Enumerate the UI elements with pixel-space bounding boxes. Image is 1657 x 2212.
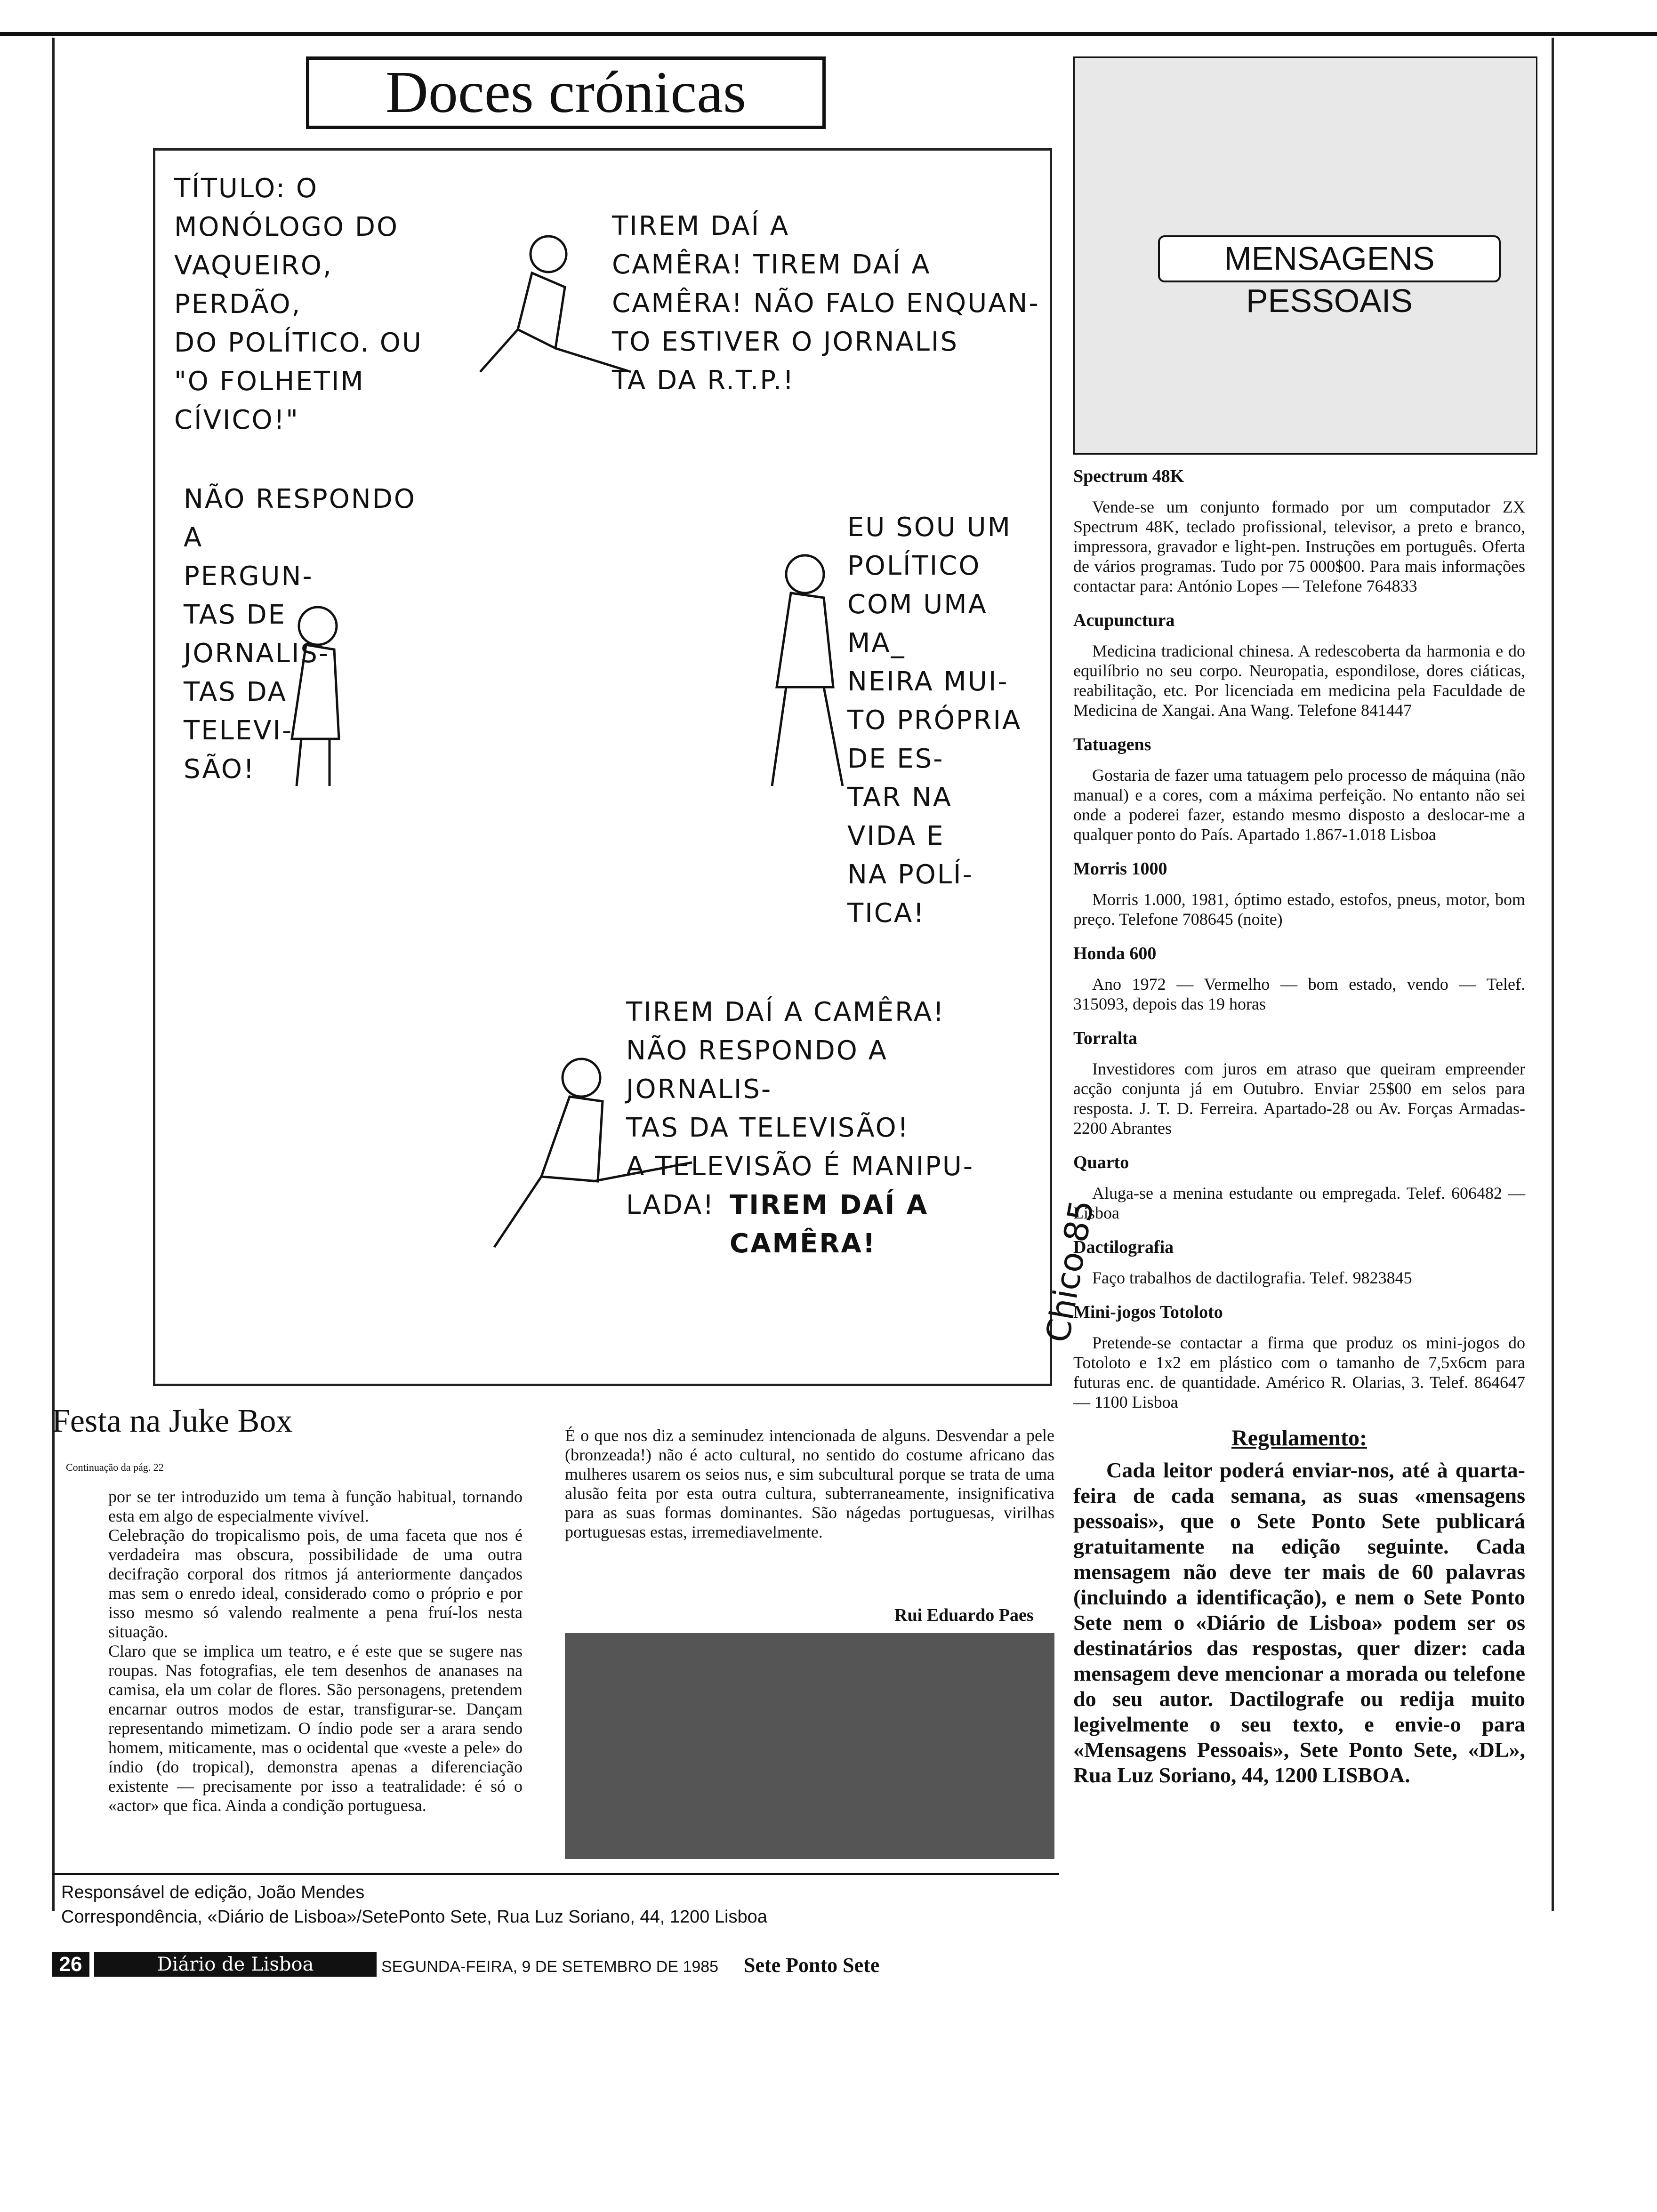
page-title: Doces crónicas	[306, 56, 826, 129]
classified-body: Gostaria de fazer uma tatuagem pelo proc…	[1073, 766, 1525, 844]
section-name: Sete Ponto Sete	[744, 1954, 880, 1977]
classified-title: Spectrum 48K	[1073, 466, 1184, 486]
regulamento-title: Regulamento:	[1231, 1426, 1367, 1451]
classified-body: Faço trabalhos de dactilografia. Telef. …	[1092, 1268, 1412, 1287]
classifieds-column: Spectrum 48K Vende-se um conjunto formad…	[1073, 452, 1525, 1788]
credits-rule	[52, 1873, 1059, 1875]
credits-address: Correspondência, «Diário de Lisboa»/Sete…	[61, 1907, 767, 1927]
speech-bubble-4: TIREM DAÍ A CAMÊRA! NÃO RESPONDO A JORNA…	[626, 997, 974, 1220]
cartoon-drawing	[290, 235, 844, 1248]
speech-bubble-2: NÃO RESPONDO A PERGUN- TAS DE JORNALIS- …	[184, 484, 416, 785]
classified-ad: Quarto Aluga-se a menina estudante ou em…	[1073, 1152, 1525, 1223]
classified-body: Medicina tradicional chinesa. A redescob…	[1073, 641, 1525, 720]
classified-title: Torralta	[1073, 1028, 1137, 1048]
classified-body: Aluga-se a menina estudante ou empregada…	[1073, 1184, 1525, 1222]
continuation-note: Continuação da pág. 22	[66, 1461, 164, 1473]
classified-body: Pretende-se contactar a firma que produz…	[1073, 1333, 1525, 1411]
regulamento-body: Cada leitor poderá enviar-nos, até à qua…	[1073, 1458, 1525, 1787]
classified-body: Morris 1.000, 1981, óptimo estado, estof…	[1073, 890, 1525, 929]
article-author: Rui Eduardo Paes	[894, 1605, 1034, 1625]
classified-title: Morris 1000	[1073, 859, 1167, 879]
article-column-1: por se ter introduzido um tema à função …	[108, 1487, 523, 1815]
cartoon-caption: TÍTULO: O MONÓLOGO DO VAQUEIRO, PERDÃO, …	[174, 173, 423, 435]
cartoon-panel: TÍTULO: O MONÓLOGO DO VAQUEIRO, PERDÃO, …	[153, 148, 1052, 1386]
dance-photo	[565, 1633, 1054, 1859]
classified-ad: Morris 1000 Morris 1.000, 1981, óptimo e…	[1073, 858, 1525, 929]
page-frame	[52, 38, 1554, 1911]
classified-ad: Honda 600 Ano 1972 — Vermelho — bom esta…	[1073, 943, 1525, 1014]
classified-title: Acupunctura	[1073, 610, 1175, 630]
classified-ad: Torralta Investidores com juros em atras…	[1073, 1028, 1525, 1138]
article-column-2: É o que nos diz a seminudez intencionada…	[565, 1426, 1054, 1541]
top-rule	[0, 32, 1657, 36]
classified-title: Quarto	[1073, 1153, 1129, 1172]
issue-date: SEGUNDA-FEIRA, 9 DE SETEMBRO DE 1985	[381, 1958, 719, 1976]
classified-ad: Tatuagens Gostaria de fazer uma tatuagem…	[1073, 734, 1525, 844]
speech-bubble-5: TIREM DAÍ A CAMÊRA!	[730, 1190, 929, 1259]
classified-body: Investidores com juros em atraso que que…	[1073, 1059, 1525, 1138]
page-number: 26	[52, 1952, 89, 1977]
classified-body: Ano 1972 — Vermelho — bom estado, vendo …	[1073, 975, 1525, 1013]
credits-editor: Responsável de edição, João Mendes	[61, 1883, 365, 1902]
classified-title: Mini-jogos Totoloto	[1073, 1302, 1223, 1322]
speech-bubble-1: TIREM DAÍ A CAMÊRA! TIREM DAÍ A CAMÊRA! …	[612, 211, 1040, 396]
speech-bubble-3: EU SOU UM POLÍTICO COM UMA MA_ NEIRA MUI…	[847, 512, 1022, 929]
classified-ad: Dactilografia Faço trabalhos de dactilog…	[1073, 1237, 1525, 1288]
classified-title: Honda 600	[1073, 944, 1157, 963]
banner-heading: MENSAGENS PESSOAIS	[1158, 235, 1501, 319]
credits: Responsável de edição, João Mendes Corre…	[61, 1880, 1059, 1929]
classified-body: Vende-se um conjunto formado por um comp…	[1073, 497, 1525, 595]
newspaper-masthead: Diário de Lisboa	[94, 1952, 377, 1977]
classified-title: Dactilografia	[1073, 1237, 1174, 1257]
article-title: Festa na Juke Box	[52, 1403, 293, 1439]
classified-ad: Acupunctura Medicina tradicional chinesa…	[1073, 610, 1525, 720]
classified-ad: Mini-jogos Totoloto Pretende-se contacta…	[1073, 1302, 1525, 1412]
classified-ad: Spectrum 48K Vende-se um conjunto formad…	[1073, 466, 1525, 596]
classified-title: Tatuagens	[1073, 735, 1151, 754]
